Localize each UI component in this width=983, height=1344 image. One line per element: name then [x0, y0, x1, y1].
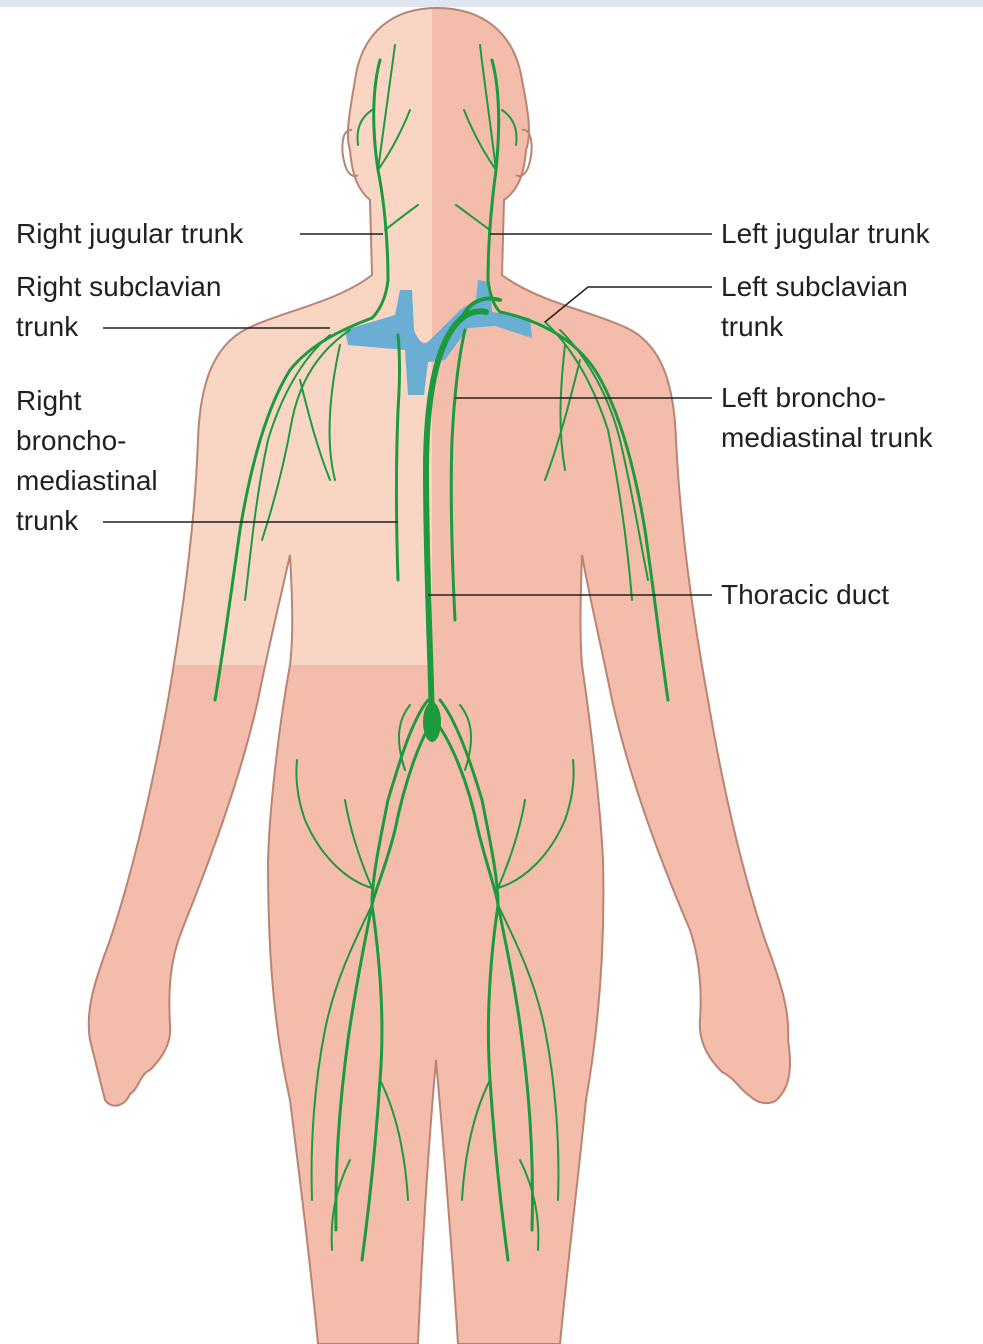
label-left-bronchomediastinal-trunk: Left broncho- mediastinal trunk [721, 378, 933, 458]
left-side-shading [432, 0, 983, 1344]
label-right-bronchomediastinal-trunk: Right broncho- mediastinal trunk [16, 381, 158, 541]
label-left-subclavian-trunk: Left subclavian trunk [721, 267, 908, 347]
label-left-jugular-trunk: Left jugular trunk [721, 214, 930, 254]
lower-body-shading [0, 665, 432, 1344]
label-thoracic-duct: Thoracic duct [721, 575, 889, 615]
label-right-subclavian-trunk: Right subclavian trunk [16, 267, 221, 347]
label-right-jugular-trunk: Right jugular trunk [16, 214, 243, 254]
